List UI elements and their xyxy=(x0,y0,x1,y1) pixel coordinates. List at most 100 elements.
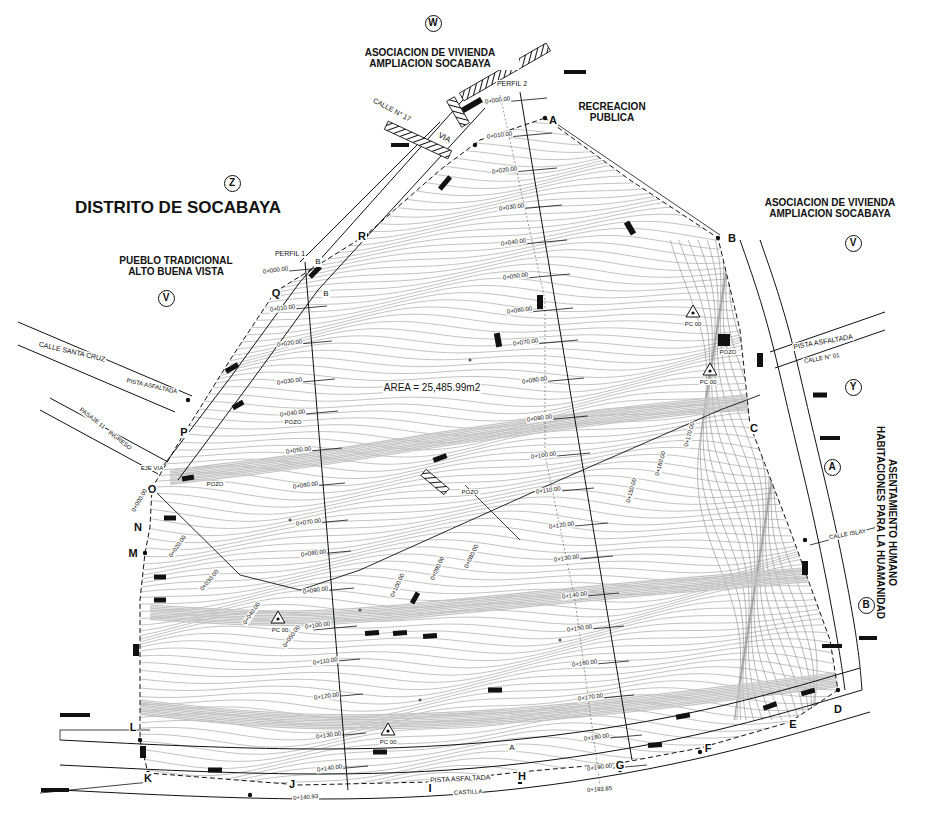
map-label: 0+150.00 xyxy=(625,476,639,504)
vertex-letter: G xyxy=(615,759,626,772)
map-label: PC 00 xyxy=(379,739,398,746)
map-linework xyxy=(18,43,885,799)
map-label: PERFIL 1 xyxy=(274,250,306,258)
vertex-letter: A xyxy=(548,114,558,127)
map-label: 0+100.00 xyxy=(304,620,332,631)
area-name: RECREACION PUBLICA xyxy=(566,101,658,124)
map-label: B xyxy=(322,289,329,298)
map-label: 0+060.00 xyxy=(292,480,320,491)
map-label: 0+070.00 xyxy=(295,517,323,528)
map-label: 0+030.00 xyxy=(276,376,304,387)
area-name: ASOCIACION DE VIVIENDA AMPLIACION SOCABA… xyxy=(742,197,919,220)
map-label: PERFIL 2 xyxy=(496,80,528,88)
zone-letter: W xyxy=(428,18,437,28)
map-label: 0+190.00 xyxy=(586,762,614,773)
map-label: 0+100.00 xyxy=(389,571,407,599)
map-label: 0+000.00 xyxy=(262,265,290,276)
vertex-letter: B xyxy=(727,232,737,245)
area-name: DISTRITO DE SOCABAYA xyxy=(74,198,282,218)
map-label: 0+140.00 xyxy=(561,590,589,601)
map-label: 0+000.00 xyxy=(130,486,150,513)
map-label: 0+170.00 xyxy=(683,420,697,448)
map-label: 0+050.00 xyxy=(502,271,530,282)
map-label: 0+050.00 xyxy=(285,445,313,456)
zone-circle: Z xyxy=(224,175,241,192)
map-label: 0+100.00 xyxy=(530,450,558,461)
map-label: EJE VIA xyxy=(140,465,164,472)
map-label: 0+110.00 xyxy=(534,485,561,496)
map-label: 0+090.00 xyxy=(302,585,330,596)
map-label: VIA xyxy=(435,130,452,145)
zone-circle: V xyxy=(158,290,175,307)
area-name: ASOCIACION DE VIVIENDA AMPLIACION SOCABA… xyxy=(342,47,519,70)
zone-letter: A xyxy=(828,462,835,472)
map-label: 0+040.00 xyxy=(241,600,262,626)
map-label: AREA = 25,485.99m2 xyxy=(383,382,481,394)
zone-letter: Z xyxy=(229,178,235,188)
map-label: 0+020.00 xyxy=(491,165,519,176)
map-label: 0+080.00 xyxy=(521,375,549,386)
vertex-letter: I xyxy=(427,782,432,795)
map-label: 0+030.00 xyxy=(498,202,526,213)
vertex-letter: L xyxy=(129,721,138,734)
map-label: 0+000.00 xyxy=(484,95,512,106)
zone-letter: V xyxy=(850,238,857,248)
contour-lines xyxy=(100,58,880,833)
map-label: PC 00 xyxy=(684,321,703,328)
area-name: ASENTAMIENTO HUMANO HABITACIONES PARA LA… xyxy=(875,425,898,620)
map-label: CALLE ISLAY xyxy=(828,527,868,541)
map-label: 0+140.93 xyxy=(292,793,320,802)
vertex-letter: R xyxy=(357,230,367,243)
zone-circle: Y xyxy=(845,379,862,396)
map-label: CALLE N° 17 xyxy=(371,96,413,124)
vertex-letter: C xyxy=(749,422,759,435)
map-label: POZO xyxy=(283,419,302,426)
zone-circle: V xyxy=(845,235,862,252)
map-label: 0+120.00 xyxy=(548,520,576,531)
map-label: 0+090.00 xyxy=(429,554,447,582)
map-label: CALLE SANTA CRUZ xyxy=(37,340,107,364)
map-label: CALLE N° 01 xyxy=(803,351,841,364)
map-label: A xyxy=(508,743,515,752)
map-label: 0+120.00 xyxy=(313,691,341,702)
vertex-letter: K xyxy=(143,772,153,785)
vertex-letter: H xyxy=(517,770,527,783)
map-label: 0+080.00 xyxy=(463,542,481,570)
map-label: 0+170.00 xyxy=(577,692,605,703)
map-label: POZO xyxy=(718,349,737,356)
vertex-letter: M xyxy=(127,547,138,560)
map-label: 0+160.00 xyxy=(654,449,668,477)
map-label: POZO xyxy=(205,481,224,488)
area-name: PUEBLO TRADICIONAL ALTO BUENA VISTA xyxy=(108,255,245,278)
zone-circle: B xyxy=(858,597,875,614)
map-label: PISTA ASFALTADA xyxy=(429,773,492,784)
vertex-letter: P xyxy=(179,426,188,439)
map-label: 0+193.85 xyxy=(586,785,614,794)
map-label: 0+130.00 xyxy=(553,553,581,564)
map-label: 0+130.00 xyxy=(315,730,343,741)
map-label: 0+010.00 xyxy=(486,130,514,141)
map-label: 0+160.00 xyxy=(571,658,599,669)
zone-letter: Y xyxy=(850,382,857,392)
map-label: 0+080.00 xyxy=(300,548,328,559)
vertex-letter: Q xyxy=(271,287,282,300)
map-label: 0+020.00 xyxy=(276,338,304,349)
map-label: 0+070.00 xyxy=(512,337,540,348)
map-label: PISTA ASFALTADA xyxy=(125,377,179,396)
vertex-letter: F xyxy=(704,742,713,755)
map-label: 0+180.00 xyxy=(583,732,611,743)
vertex-letter: N xyxy=(133,521,143,534)
map-label: 0+010.00 xyxy=(269,303,297,314)
map-label: 0+060.00 xyxy=(506,305,534,316)
map-label: 0+030.00 xyxy=(199,567,222,592)
map-label: 0+090.00 xyxy=(526,413,554,424)
vertex-letter: J xyxy=(288,778,296,791)
map-label: 0+040.00 xyxy=(279,408,307,419)
zone-circle: W xyxy=(425,15,442,32)
zone-letter: B xyxy=(862,600,869,610)
map-label: PISTA ASFALTADA xyxy=(792,333,855,352)
vertex-letter: D xyxy=(833,703,843,716)
map-label: 0+140.00 xyxy=(316,763,344,774)
vertex-letter: E xyxy=(788,718,797,731)
